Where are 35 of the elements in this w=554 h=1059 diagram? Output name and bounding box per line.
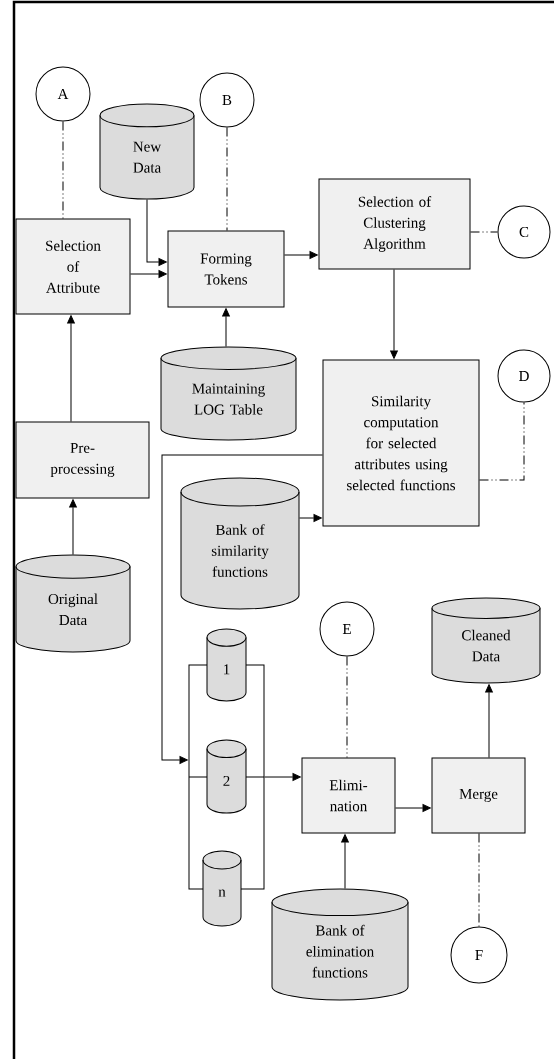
database-cylinder: Original Data [15, 554, 131, 653]
arrow [395, 804, 431, 812]
connector-line [479, 402, 525, 481]
connector-line [62, 121, 64, 219]
arrow [69, 499, 77, 555]
database-cylinder: 2 [206, 739, 247, 814]
process-box: Elimi-nation [301, 757, 396, 834]
arrow [67, 315, 75, 422]
arrow [284, 251, 318, 259]
database-cylinder: Maintaining LOG Table [160, 346, 297, 441]
database-cylinder: 1 [206, 628, 247, 702]
arrow [222, 308, 230, 347]
process-box: Pre-processing [15, 421, 150, 499]
arrow [264, 773, 301, 781]
database-cylinder: Bank of elimination functions [271, 888, 409, 1001]
arrow [485, 684, 493, 758]
database-cylinder: Bank of similarity functions [180, 477, 300, 610]
database-cylinder: Cleaned Data [431, 597, 541, 684]
database-cylinder: n [202, 850, 242, 927]
connector-line [346, 656, 348, 758]
arrow [299, 514, 322, 522]
arrow [341, 834, 349, 889]
connector-line [478, 833, 480, 927]
connector-line [226, 127, 228, 231]
process-box: Merge [431, 757, 526, 834]
arrow [161, 454, 323, 764]
process-box: Selection of Clustering Algorithm [318, 178, 471, 270]
arrow [130, 270, 167, 278]
process-box: Forming Tokens [167, 230, 285, 308]
database-cylinder: New Data [99, 103, 195, 200]
arrow [146, 199, 167, 266]
arrow [390, 269, 398, 359]
connector-line [470, 231, 498, 233]
process-box: Selection of Attribute [15, 218, 131, 315]
process-box: Similarity computation for selected attributes using selected functions [322, 359, 480, 527]
